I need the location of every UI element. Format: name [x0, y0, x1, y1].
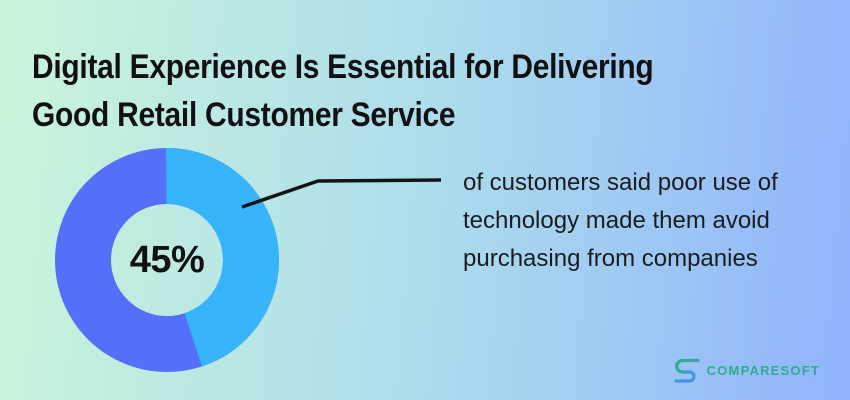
- brand-logo-text: COMPARESOFT: [707, 363, 820, 378]
- comparesoft-logo-icon: [672, 357, 700, 384]
- title-line-1: Digital Experience Is Essential for Deli…: [32, 43, 653, 91]
- title-line-2: Good Retail Customer Service: [32, 91, 653, 139]
- donut-percentage-label: 45%: [55, 148, 279, 372]
- donut-chart: 45%: [55, 148, 279, 372]
- callout-text: of customers said poor use of technology…: [463, 164, 803, 278]
- page-title: Digital Experience Is Essential for Deli…: [32, 43, 653, 139]
- brand-logo: COMPARESOFT: [672, 357, 820, 384]
